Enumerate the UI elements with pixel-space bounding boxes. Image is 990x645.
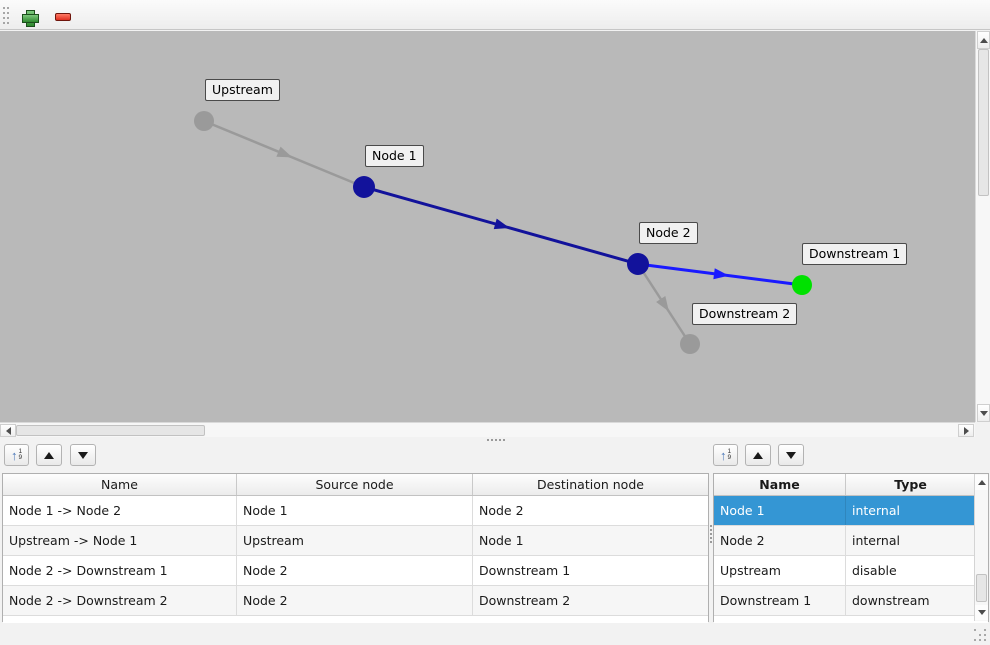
- nodes-move-up-button[interactable]: [745, 444, 771, 466]
- nodes-move-down-button[interactable]: [778, 444, 804, 466]
- canvas-horizontal-scrollbar[interactable]: [0, 422, 975, 437]
- table-cell: disable: [852, 563, 897, 578]
- down-arrow-icon: [78, 451, 88, 459]
- scroll-down-button[interactable]: [977, 404, 990, 422]
- up-arrow-icon: [44, 451, 54, 459]
- column-header-name[interactable]: Name: [714, 474, 846, 495]
- edge-arrow-icon: [276, 146, 293, 158]
- horizontal-splitter[interactable]: [0, 437, 990, 444]
- graph-node-downstream2[interactable]: [680, 334, 700, 354]
- graph-svg: [194, 111, 812, 354]
- table-cell: Node 2 -> Downstream 2: [3, 586, 237, 615]
- table-cell: Node 2: [237, 556, 473, 585]
- node-label-node1[interactable]: Node 1: [365, 145, 424, 167]
- table-header-row: Name Type: [714, 474, 988, 496]
- edge-arrow-icon: [713, 268, 729, 280]
- table-cell: Node 2: [237, 586, 473, 615]
- arrow-left-icon: [5, 426, 11, 435]
- minus-icon: [55, 13, 71, 21]
- nodes-scroll-thumb[interactable]: [976, 574, 987, 602]
- table-cell: Node 2 -> Downstream 1: [3, 556, 237, 585]
- node-label-downstream1[interactable]: Downstream 1: [802, 243, 908, 265]
- table-row[interactable]: Node 2 internal: [714, 526, 988, 556]
- main-toolbar: [0, 0, 990, 30]
- arrow-down-icon: [977, 610, 986, 615]
- remove-node-button[interactable]: [52, 8, 74, 26]
- scroll-up-button[interactable]: [977, 31, 990, 49]
- graph-node-downstream1[interactable]: [792, 275, 812, 295]
- scroll-up-button[interactable]: [975, 475, 988, 490]
- canvas-vertical-scrollbar[interactable]: [975, 31, 990, 422]
- table-cell: Node 1: [714, 496, 846, 525]
- scroll-right-button[interactable]: [958, 424, 974, 437]
- table-row[interactable]: Downstream 1 downstream: [714, 586, 988, 616]
- table-cell: Node 2: [714, 526, 846, 555]
- table-row[interactable]: Node 1 internal: [714, 496, 988, 526]
- arrow-right-icon: [963, 426, 969, 435]
- empty-row: [3, 616, 708, 623]
- table-cell: internal: [852, 503, 900, 518]
- add-node-button[interactable]: [18, 8, 40, 27]
- edge-arrow-icon: [493, 218, 510, 230]
- column-header-destination-node[interactable]: Destination node: [537, 477, 644, 492]
- table-cell: Upstream: [237, 526, 473, 555]
- node-label-downstream2[interactable]: Downstream 2: [692, 303, 798, 325]
- up-arrow-icon: [753, 451, 763, 459]
- window-resize-grip[interactable]: [974, 629, 987, 642]
- node-label-node2[interactable]: Node 2: [639, 222, 698, 244]
- scroll-down-button[interactable]: [975, 605, 988, 620]
- table-cell: internal: [852, 533, 900, 548]
- graph-node-node1[interactable]: [353, 176, 375, 198]
- empty-row: [714, 616, 988, 623]
- node-label-upstream[interactable]: Upstream: [205, 79, 280, 101]
- graph-node-node2[interactable]: [627, 253, 649, 275]
- table-row[interactable]: Upstream disable: [714, 556, 988, 586]
- arrow-down-icon: [979, 410, 988, 416]
- column-header-type[interactable]: Type: [894, 477, 927, 492]
- vertical-splitter[interactable]: [709, 473, 713, 622]
- table-cell: Downstream 2: [479, 593, 571, 608]
- table-cell: Node 1: [479, 533, 524, 548]
- column-header-source-node[interactable]: Source node: [237, 474, 473, 495]
- plus-icon: [21, 9, 39, 27]
- down-arrow-icon: [786, 451, 796, 459]
- table-cell: Downstream 1: [479, 563, 571, 578]
- table-cell: downstream: [852, 593, 930, 608]
- table-cell: Node 2: [479, 503, 524, 518]
- scroll-left-button[interactable]: [0, 424, 16, 437]
- toolbar-drag-handle[interactable]: [3, 7, 9, 24]
- arrow-up-icon: [977, 480, 986, 485]
- horizontal-scroll-thumb[interactable]: [16, 425, 205, 436]
- arrow-up-icon: [979, 37, 988, 43]
- table-cell: Downstream 1: [714, 586, 846, 615]
- table-cell: Upstream: [714, 556, 846, 585]
- edge-arrow-icon: [656, 295, 669, 312]
- table-cell: Node 1: [237, 496, 473, 525]
- vertical-scroll-thumb[interactable]: [978, 49, 989, 196]
- edges-move-down-button[interactable]: [70, 444, 96, 466]
- edges-move-up-button[interactable]: [36, 444, 62, 466]
- nodes-table-scrollbar[interactable]: [974, 474, 988, 621]
- table-cell: Upstream -> Node 1: [3, 526, 237, 555]
- table-cell: Node 1 -> Node 2: [3, 496, 237, 525]
- graph-node-upstream[interactable]: [194, 111, 214, 131]
- column-header-name[interactable]: Name: [3, 474, 237, 495]
